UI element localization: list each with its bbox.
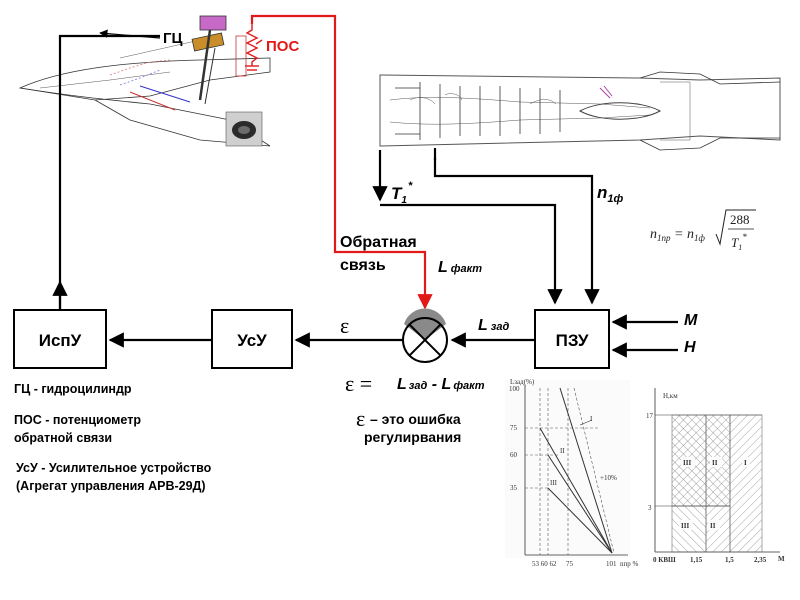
chart-right-ytick-3: 3 [648,504,652,512]
chart-right-zone-top-iii: III [683,459,691,467]
chart-right-zone-top-i: I [744,459,747,467]
error-eq-equals: = [354,371,372,396]
chart-left-ytick-100: 100 [509,385,520,393]
chart-left-xtick-2: 75 [566,560,574,568]
chart-right-zone-bottom-ii: II [710,522,716,530]
error-eq-lz: L [397,376,407,393]
formula-den-sup: * [742,232,747,242]
feedback-potentiometer [245,24,263,71]
ispu-block[interactable] [13,309,107,369]
n1f-label-sub: 1ф [607,193,623,205]
pzu-block[interactable] [534,309,610,369]
chart-left-ytick-75: 75 [510,424,518,432]
chart-right-xtick-1: 1,15 [690,556,703,564]
chart-left-curve-i: I [590,415,593,423]
formula-numerator: 288 [730,212,750,227]
aircraft-intake-sketch [18,15,271,147]
feedback-wire [250,14,433,310]
legend-gc: ГЦ - гидроцилиндр [14,382,132,396]
legend-pos: ПОС - потенциометр [14,413,141,427]
error-eq-lf-sub: факт [453,380,484,392]
l-zad-sub: зад [491,321,510,333]
comparator-element[interactable] [402,308,448,363]
error-eq-minus: - [427,376,441,393]
n1f-label-main: n [597,183,607,202]
formula-denominator: T1* [731,232,747,252]
error-eq-lf: L [442,376,452,393]
formula-eq-sub: 1ф [694,233,706,243]
pos-label: ПОС [266,38,299,55]
epsilon-label: ε [340,313,349,338]
legend-pos-cont: обратной связи [14,431,112,445]
chart-right-ytick-17: 17 [646,412,654,420]
ispu-label: ИспУ [39,331,82,350]
chart-left-ytick-35: 35 [510,484,518,492]
error-equation: ε = [345,371,372,396]
usu-block[interactable] [211,309,293,369]
feedback-label-line1: Обратная [340,234,417,251]
m-label: M [684,312,698,329]
error-eq-lz-sub: зад [409,380,428,392]
formula-text: n1пр = n1ф [650,227,705,243]
chart-left-annotation: +10% [600,474,617,482]
t1-label-sub: 1 [401,195,407,206]
chart-right-xtick-3: 2,35 [754,556,767,564]
chart-left-curve-iii: III [550,479,558,487]
error-desc-line1: – это ошибка [370,411,461,427]
chart-left-ytick-60: 60 [510,451,518,459]
chart-left-xtick-3: 101 [606,560,617,568]
error-desc-line2: регулирвания [364,429,461,445]
usu-label: УсУ [237,331,267,350]
legend-usu-cont: (Агрегат управления АРВ-29Д) [16,479,206,493]
t1-label-sup: * [408,180,413,192]
chart-right-xtick-0: 0 КВШ [653,556,676,564]
error-eq-eps: ε [345,371,354,396]
error-desc-eps: ε [356,406,365,431]
n1f-label: n1ф [597,183,624,205]
reduced-speed-formula: n1пр = n1ф 288 T1* [650,209,756,252]
turbofan-engine-section [379,71,781,151]
chart-left-ylabel: Lзад(%) [510,378,535,386]
chart-right-zone-bottom-iii: III [681,522,689,530]
chart-left-xtick-1: 53 60 62 [532,560,557,568]
legend-usu: УсУ - Усилительное устройство [16,461,212,475]
formula-lhs: n [650,227,657,242]
n1f-wire [433,158,600,305]
t1-label-main: T [391,184,403,203]
chart-right-xlabel: M [778,555,785,563]
l-fakt-sub: факт [451,263,482,275]
l-zad-main: L [478,317,488,334]
l-fakt-main: L [438,259,448,276]
t1-label: T1* [391,180,413,206]
chart-right-zone-top-ii: II [712,459,718,467]
formula-eq: = n [671,227,694,242]
ispu-to-gc-wire [58,34,160,310]
chart-right-xtick-2: 1,5 [725,556,734,564]
chart-left-curve-ii: II [560,447,565,455]
t1-to-pzu-wire [380,203,563,305]
formula-den-sub: 1 [738,243,742,252]
h-label: H [684,339,696,356]
formula-lhs-sub: 1пр [657,233,671,243]
chart-left-xlabel: nпр % [620,560,638,568]
formula-den: T [731,235,739,250]
chart-lzad-vs-npr: Lзад(%) 100 75 60 35 53 60 62 75 101 nпр… [505,378,638,568]
gc-label: ГЦ [163,30,183,47]
chart-h-vs-m: H,км 17 3 0 КВШ 1,15 1,5 2,35 M III II I… [646,388,785,564]
feedback-label-line2: связь [340,257,386,274]
chart-right-ylabel: H,км [663,392,678,400]
pzu-label: ПЗУ [556,331,589,350]
